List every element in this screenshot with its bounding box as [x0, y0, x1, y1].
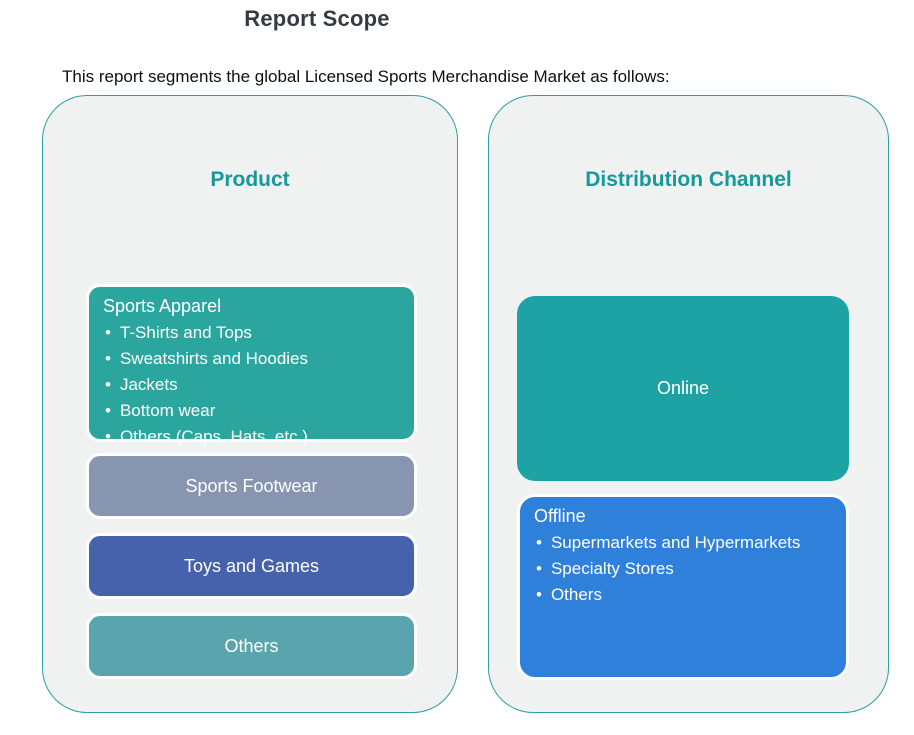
- list-item-label: Supermarkets and Hypermarkets: [550, 533, 801, 552]
- list-item-label: T-Shirts and Tops: [119, 323, 252, 342]
- list-item-label: Specialty Stores: [550, 559, 674, 578]
- toys-and-games-label: Toys and Games: [183, 555, 320, 576]
- list-item: • Specialty Stores: [536, 556, 834, 582]
- list-item-label: Others: [550, 585, 602, 604]
- product-panel: Product Sports Apparel • T-Shirts and Top…: [42, 95, 458, 713]
- list-item-label: Sweatshirts and Hoodies: [119, 349, 308, 368]
- list-item: • Supermarkets and Hypermarkets: [536, 530, 834, 556]
- offline-label: Offline: [534, 506, 586, 526]
- online-box: Online: [517, 296, 849, 481]
- page-title: Report Scope: [244, 6, 390, 31]
- bullet-icon: •: [105, 427, 111, 446]
- distribution-channel-panel: Distribution Channel Online Offline • Sup…: [488, 95, 889, 713]
- offline-box: Offline • Supermarkets and Hypermarkets •…: [517, 494, 849, 680]
- page-subtitle: This report segments the global Licensed…: [62, 67, 670, 86]
- sports-apparel-list: • T-Shirts and Tops • Sweatshirts and Hood…: [101, 320, 402, 450]
- list-item: • T-Shirts and Tops: [105, 320, 402, 346]
- others-product-label: Others: [224, 635, 279, 656]
- list-item: • Others (Caps, Hats, etc.): [105, 424, 402, 450]
- distribution-channel-heading: Distribution Channel: [585, 168, 792, 191]
- list-item: • Others: [536, 582, 834, 608]
- others-product-box: Others: [86, 613, 417, 679]
- bullet-icon: •: [105, 401, 111, 420]
- bullet-icon: •: [105, 323, 111, 342]
- list-item-label: Bottom wear: [119, 401, 216, 420]
- list-item: • Bottom wear: [105, 398, 402, 424]
- list-item: • Sweatshirts and Hoodies: [105, 346, 402, 372]
- sports-apparel-label: Sports Apparel: [103, 296, 222, 316]
- list-item: • Jackets: [105, 372, 402, 398]
- online-label: Online: [656, 378, 710, 398]
- sports-footwear-box: Sports Footwear: [86, 453, 417, 519]
- list-item-label: Jackets: [119, 375, 178, 394]
- bullet-icon: •: [536, 585, 542, 604]
- list-item-label: Others (Caps, Hats, etc.): [119, 427, 308, 446]
- product-panel-heading: Product: [210, 168, 290, 191]
- bullet-icon: •: [105, 349, 111, 368]
- bullet-icon: •: [536, 533, 542, 552]
- bullet-icon: •: [105, 375, 111, 394]
- sports-apparel-box: Sports Apparel • T-Shirts and Tops • Sweat…: [86, 284, 417, 446]
- bullet-icon: •: [536, 559, 542, 578]
- toys-and-games-box: Toys and Games: [86, 533, 417, 599]
- sports-footwear-label: Sports Footwear: [185, 475, 318, 496]
- offline-list: • Supermarkets and Hypermarkets • Specialt…: [532, 530, 834, 608]
